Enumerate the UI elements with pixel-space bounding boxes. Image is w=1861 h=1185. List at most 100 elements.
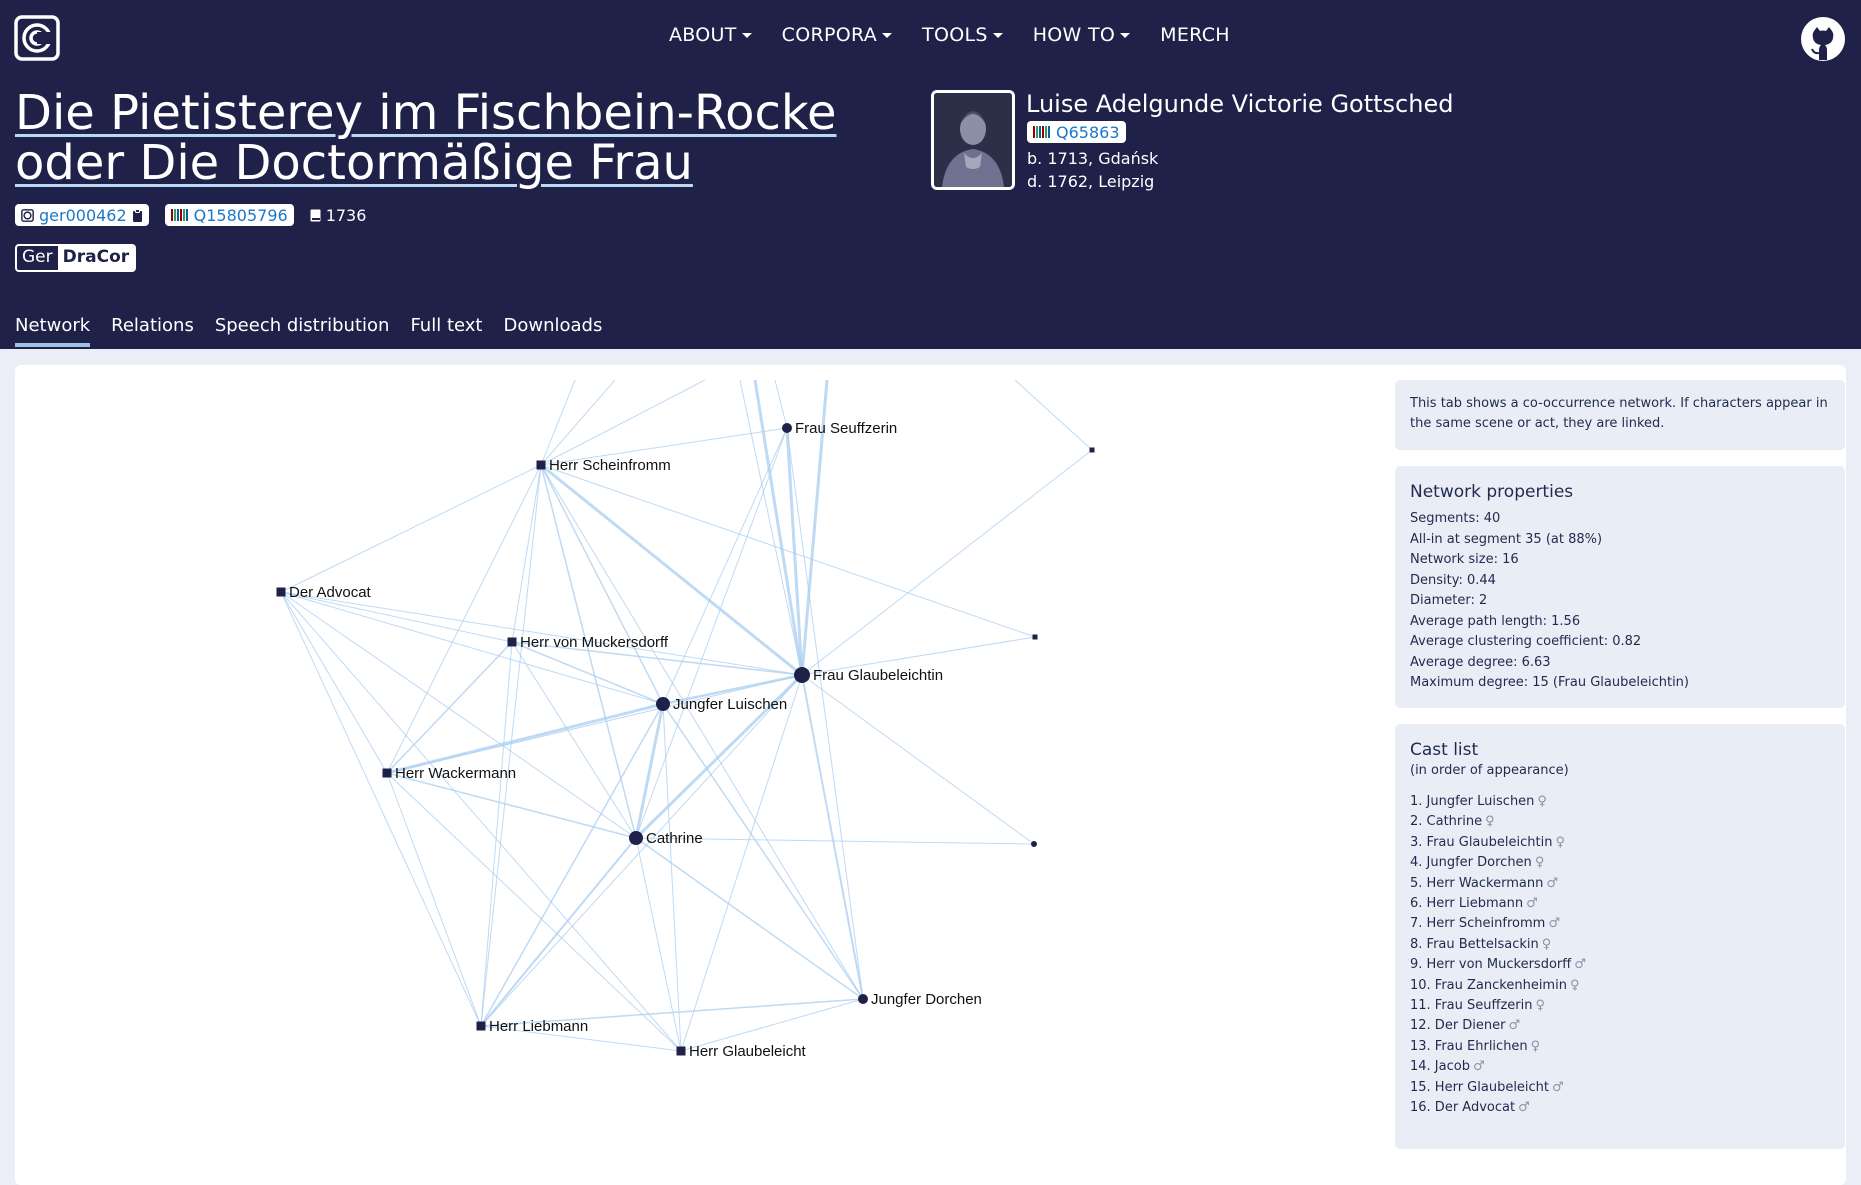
- cast-list-item: 6. Herr Liebmann♂: [1410, 896, 1538, 912]
- network-edge: [386, 772, 637, 839]
- female-icon: ♀: [1534, 855, 1545, 871]
- network-node[interactable]: Herr Glaubeleicht: [676, 1043, 807, 1060]
- network-edge: [540, 464, 864, 1000]
- wikidata-author-link[interactable]: Q65863: [1027, 121, 1126, 143]
- network-property: Average path length: 1.56: [1410, 613, 1581, 629]
- network-edge: [753, 380, 804, 676]
- nav-tools[interactable]: TOOLS: [922, 24, 1003, 46]
- corpus-badge[interactable]: Ger DraCor: [15, 244, 137, 272]
- tab-full-text[interactable]: Full text: [410, 315, 483, 336]
- network-node-marker: [676, 1046, 686, 1056]
- author-death: d. 1762, Leipzig: [1027, 172, 1155, 191]
- network-edge: [511, 641, 664, 705]
- dracor-logo[interactable]: [14, 15, 60, 61]
- network-node[interactable]: Herr Scheinfromm: [536, 457, 671, 474]
- play-title-line-1: Die Pietisterey im Fischbein-Rocke: [15, 85, 837, 141]
- network-edge: [386, 772, 682, 1052]
- caret-down-icon: [1120, 32, 1131, 38]
- network-node-marker: [656, 697, 670, 711]
- network-edges: [280, 380, 1093, 1052]
- network-edge: [635, 837, 682, 1052]
- cast-list-item: 1. Jungfer Luischen♀: [1410, 794, 1547, 809]
- network-node[interactable]: Herr von Muckersdorff: [507, 634, 669, 651]
- female-icon: ♀: [1555, 834, 1565, 850]
- network-edge: [635, 427, 788, 839]
- author-portrait: [931, 90, 1015, 190]
- network-edge: [480, 464, 542, 1027]
- cast-list-item: 15. Herr Glaubeleicht♂: [1410, 1079, 1564, 1095]
- cast-list-subheading: (in order of appearance): [1410, 763, 1569, 778]
- network-node[interactable]: Der Advocat: [276, 584, 372, 601]
- author-name[interactable]: Luise Adelgunde Victorie Gottsched: [1026, 90, 1454, 118]
- tab-network[interactable]: Network: [15, 315, 91, 347]
- network-node-label: Frau Glaubeleichtin: [813, 667, 943, 684]
- cast-list-heading: Cast list: [1410, 740, 1479, 760]
- tab-downloads[interactable]: Downloads: [503, 315, 603, 336]
- cast-list-item: 14. Jacob♂: [1410, 1059, 1485, 1075]
- tab-speech-distribution[interactable]: Speech distribution: [214, 315, 390, 336]
- cast-list-item: 16. Der Advocat♂: [1410, 1100, 1530, 1116]
- network-edge: [662, 703, 682, 1052]
- clipboard-icon[interactable]: [132, 208, 143, 222]
- play-title[interactable]: Die Pietisterey im Fischbein-Rocke oder …: [15, 88, 875, 188]
- wikidata-icon: [170, 209, 189, 221]
- github-icon[interactable]: [1800, 16, 1846, 62]
- network-edge: [1014, 380, 1093, 451]
- network-node[interactable]: [1089, 447, 1095, 453]
- nav-how-to[interactable]: HOW TO: [1033, 24, 1131, 46]
- caret-down-icon: [992, 32, 1003, 38]
- network-edge: [480, 641, 513, 1027]
- network-edge: [662, 427, 788, 705]
- network-node-marker: [476, 1021, 486, 1031]
- page-header: ABOUT CORPORA TOOLS HOW TO MERCH Die Pie…: [0, 0, 1861, 349]
- network-node[interactable]: [1032, 634, 1038, 640]
- network-node-marker: [536, 460, 546, 470]
- caret-down-icon: [741, 32, 752, 38]
- network-properties-heading: Network properties: [1410, 482, 1574, 502]
- network-property: Average degree: 6.63: [1410, 654, 1551, 670]
- nav-corpora[interactable]: CORPORA: [782, 24, 893, 46]
- publication-year: 1736: [310, 206, 366, 225]
- network-edge: [280, 591, 637, 839]
- network-edge: [511, 641, 803, 676]
- male-icon: ♂: [1472, 1059, 1485, 1075]
- tab-relations[interactable]: Relations: [111, 315, 194, 336]
- network-edge: [540, 463, 803, 677]
- network-node[interactable]: Cathrine: [629, 830, 703, 847]
- network-edge: [540, 380, 616, 466]
- network-edge: [634, 673, 804, 840]
- network-edge: [801, 674, 1035, 845]
- male-icon: ♂: [1548, 916, 1560, 932]
- network-property: Network size: 16: [1410, 552, 1519, 567]
- network-node[interactable]: Frau Glaubeleichtin: [794, 667, 943, 684]
- nav-about[interactable]: ABOUT: [669, 24, 752, 46]
- network-node[interactable]: [1031, 841, 1037, 847]
- network-node-label: Herr Liebmann: [489, 1018, 588, 1035]
- network-edge: [540, 427, 788, 466]
- network-edge: [480, 674, 803, 1027]
- play-id-badge[interactable]: ger000462: [15, 204, 149, 226]
- network-node[interactable]: Herr Wackermann: [382, 765, 517, 782]
- network-node[interactable]: Jungfer Luischen: [656, 696, 787, 713]
- network-edge: [511, 464, 542, 643]
- network-edge: [280, 591, 682, 1052]
- cast-list-panel: Cast list (in order of appearance) 1. Ju…: [1395, 724, 1845, 1149]
- network-edge: [540, 380, 576, 466]
- wikidata-play-link[interactable]: Q15805796: [164, 204, 294, 226]
- female-icon: ♀: [1537, 794, 1547, 809]
- network-node[interactable]: Frau Seuffzerin: [782, 420, 897, 437]
- network-edge: [480, 703, 664, 1027]
- network-node-label: Herr von Muckersdorff: [520, 634, 669, 651]
- network-edge: [280, 591, 482, 1027]
- female-icon: ♀: [1485, 814, 1495, 830]
- female-icon: ♀: [1541, 936, 1552, 952]
- nav-merch[interactable]: MERCH: [1160, 24, 1230, 46]
- cast-list-item: 10. Frau Zanckenheimin♀: [1410, 977, 1580, 993]
- cast-list-item: 2. Cathrine♀: [1410, 814, 1495, 830]
- network-node[interactable]: Jungfer Dorchen: [858, 991, 982, 1008]
- network-node[interactable]: Herr Liebmann: [476, 1018, 589, 1035]
- book-icon: [310, 209, 321, 221]
- network-edge: [662, 703, 864, 1000]
- network-property: Segments: 40: [1410, 511, 1501, 526]
